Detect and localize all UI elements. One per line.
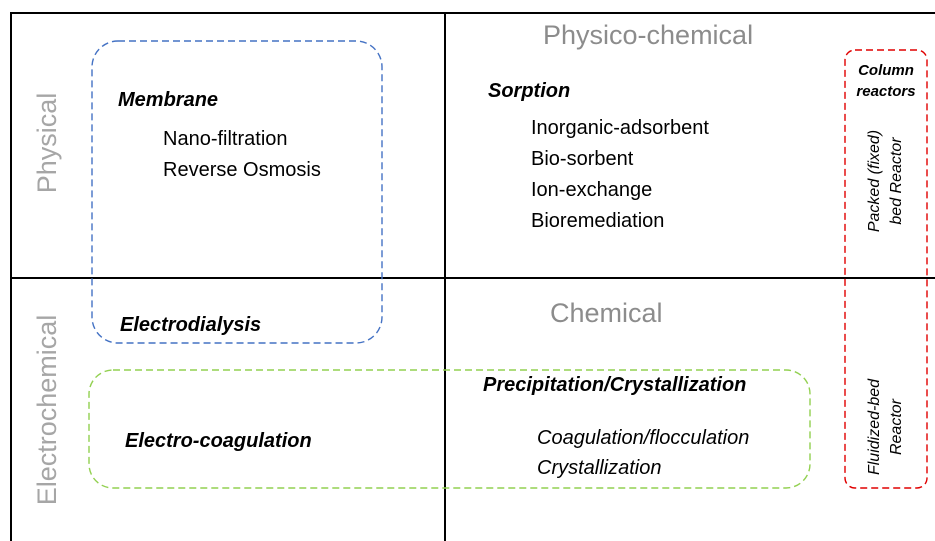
sorption-item: Bioremediation (531, 210, 665, 232)
coagulation-group-box (88, 369, 811, 489)
fluidized-bed-reactor-label: Fluidized-bed Reactor (864, 367, 908, 487)
fluidized-line2: Reactor (888, 398, 905, 456)
grid-left-border (10, 12, 12, 541)
grid-vertical-divider (444, 12, 446, 541)
membrane-item: Reverse Osmosis (163, 159, 321, 181)
packed-line1: Packed (fixed) (866, 129, 883, 233)
membrane-item: Nano-filtration (163, 128, 288, 150)
column-reactors-line2: reactors (856, 83, 916, 100)
sorption-item: Bio-sorbent (531, 148, 634, 170)
electro-coagulation-heading: Electro-coagulation (125, 430, 312, 452)
precipitation-item: Coagulation/flocculation (537, 427, 750, 449)
sorption-item: Inorganic-adsorbent (531, 117, 709, 139)
column-reactors-line1: Column (858, 62, 914, 79)
grid-top-border (10, 12, 935, 14)
packed-bed-reactor-label: Packed (fixed) bed Reactor (864, 101, 908, 261)
precipitation-item: Crystallization (537, 457, 662, 479)
sorption-item: Ion-exchange (531, 179, 653, 201)
chemical-title: Chemical (550, 298, 663, 328)
membrane-group-box (91, 40, 383, 344)
sorption-heading: Sorption (488, 80, 571, 102)
precipitation-heading: Precipitation/Crystallization (483, 374, 747, 396)
packed-line2: bed Reactor (888, 137, 905, 225)
column-reactors-box (844, 49, 928, 489)
fluidized-line1: Fluidized-bed (866, 378, 883, 476)
physico-chemical-title: Physico-chemical (543, 20, 754, 50)
membrane-heading: Membrane (118, 89, 219, 111)
column-reactors-heading: Column reactors (846, 60, 926, 102)
grid-horizontal-divider (10, 277, 935, 279)
electrodialysis-heading: Electrodialysis (120, 314, 262, 336)
